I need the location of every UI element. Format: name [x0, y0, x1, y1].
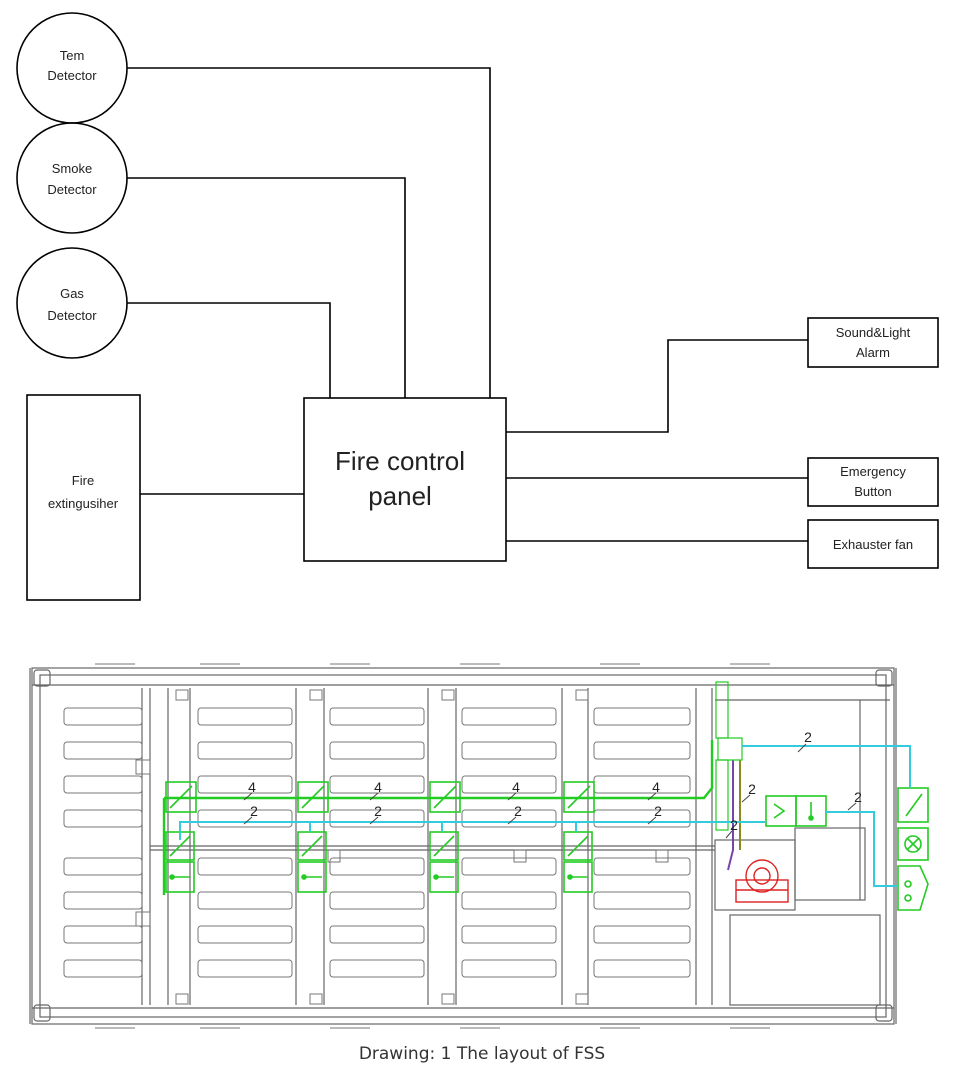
panel-label-1: Fire control [335, 446, 465, 476]
gas-detector-label-2: Detector [47, 308, 97, 323]
purple-cable [727, 760, 734, 871]
wire-alarm [506, 339, 808, 433]
exhauster-label: Exhauster fan [833, 537, 913, 552]
green-cable-label-2: 4 [374, 779, 382, 795]
right-cable-label-3: 2 [730, 817, 738, 833]
emergency-label-1: Emergency [840, 464, 906, 479]
sound-light-alarm-box [807, 317, 939, 368]
extinguisher-label-2: extingusiher [48, 496, 119, 511]
cyan-cable-label-4: 2 [654, 803, 662, 819]
alarm-label-2: Alarm [856, 345, 890, 360]
green-cable-label-3: 4 [512, 779, 520, 795]
green-cable-label-1: 4 [248, 779, 256, 795]
gas-detector-circle [16, 247, 128, 359]
wire-smoke-detector [127, 177, 406, 398]
panel-label-2: panel [368, 481, 432, 511]
fire-extinguisher-box [26, 394, 141, 601]
right-cable-label-4: 2 [854, 789, 862, 805]
wire-gas-detector [127, 302, 331, 398]
green-cable-label-4: 4 [652, 779, 660, 795]
cyan-cable-label-2: 2 [374, 803, 382, 819]
right-cable-label-1: 2 [804, 729, 812, 745]
container-frame [29, 667, 897, 1025]
block-diagram-labels: Tem Detector Smoke Detector Gas Detector… [47, 48, 913, 552]
tem-detector-label-2: Detector [47, 68, 97, 83]
cyan-cable-label-3: 2 [514, 803, 522, 819]
cyan-cable [179, 745, 911, 887]
emergency-label-2: Button [854, 484, 892, 499]
smoke-detector-label-2: Detector [47, 182, 97, 197]
fire-controller-cabinet [715, 681, 743, 831]
cable-number-labels: 4 4 4 4 2 2 2 2 2 2 2 2 [248, 729, 862, 833]
emergency-button-box [807, 457, 939, 507]
red-exhaust-fan [735, 859, 789, 903]
wire-tem-detector [127, 67, 491, 398]
green-cable [162, 740, 714, 895]
cyan-cable-label-1: 2 [250, 803, 258, 819]
label-leader-ticks [243, 743, 857, 839]
tem-detector-label-1: Tem [60, 48, 85, 63]
smoke-detector-label-1: Smoke [52, 161, 92, 176]
figure-caption: Drawing: 1 The layout of FSS [358, 1044, 606, 1064]
extinguisher-label-1: Fire [72, 473, 94, 488]
right-cable-label-2: 2 [748, 781, 756, 797]
smoke-detector-circle [16, 122, 128, 234]
layout-plan: 4 4 4 4 2 2 2 2 2 2 2 2 [29, 663, 929, 1029]
exhauster-fan-box [807, 519, 939, 569]
battery-modules [63, 689, 691, 1005]
gas-detector-label-1: Gas [60, 286, 84, 301]
fire-control-panel-box [303, 397, 507, 562]
frame-ticks [95, 663, 770, 1029]
block-diagram [16, 12, 939, 601]
alarm-label-1: Sound&Light [836, 325, 911, 340]
